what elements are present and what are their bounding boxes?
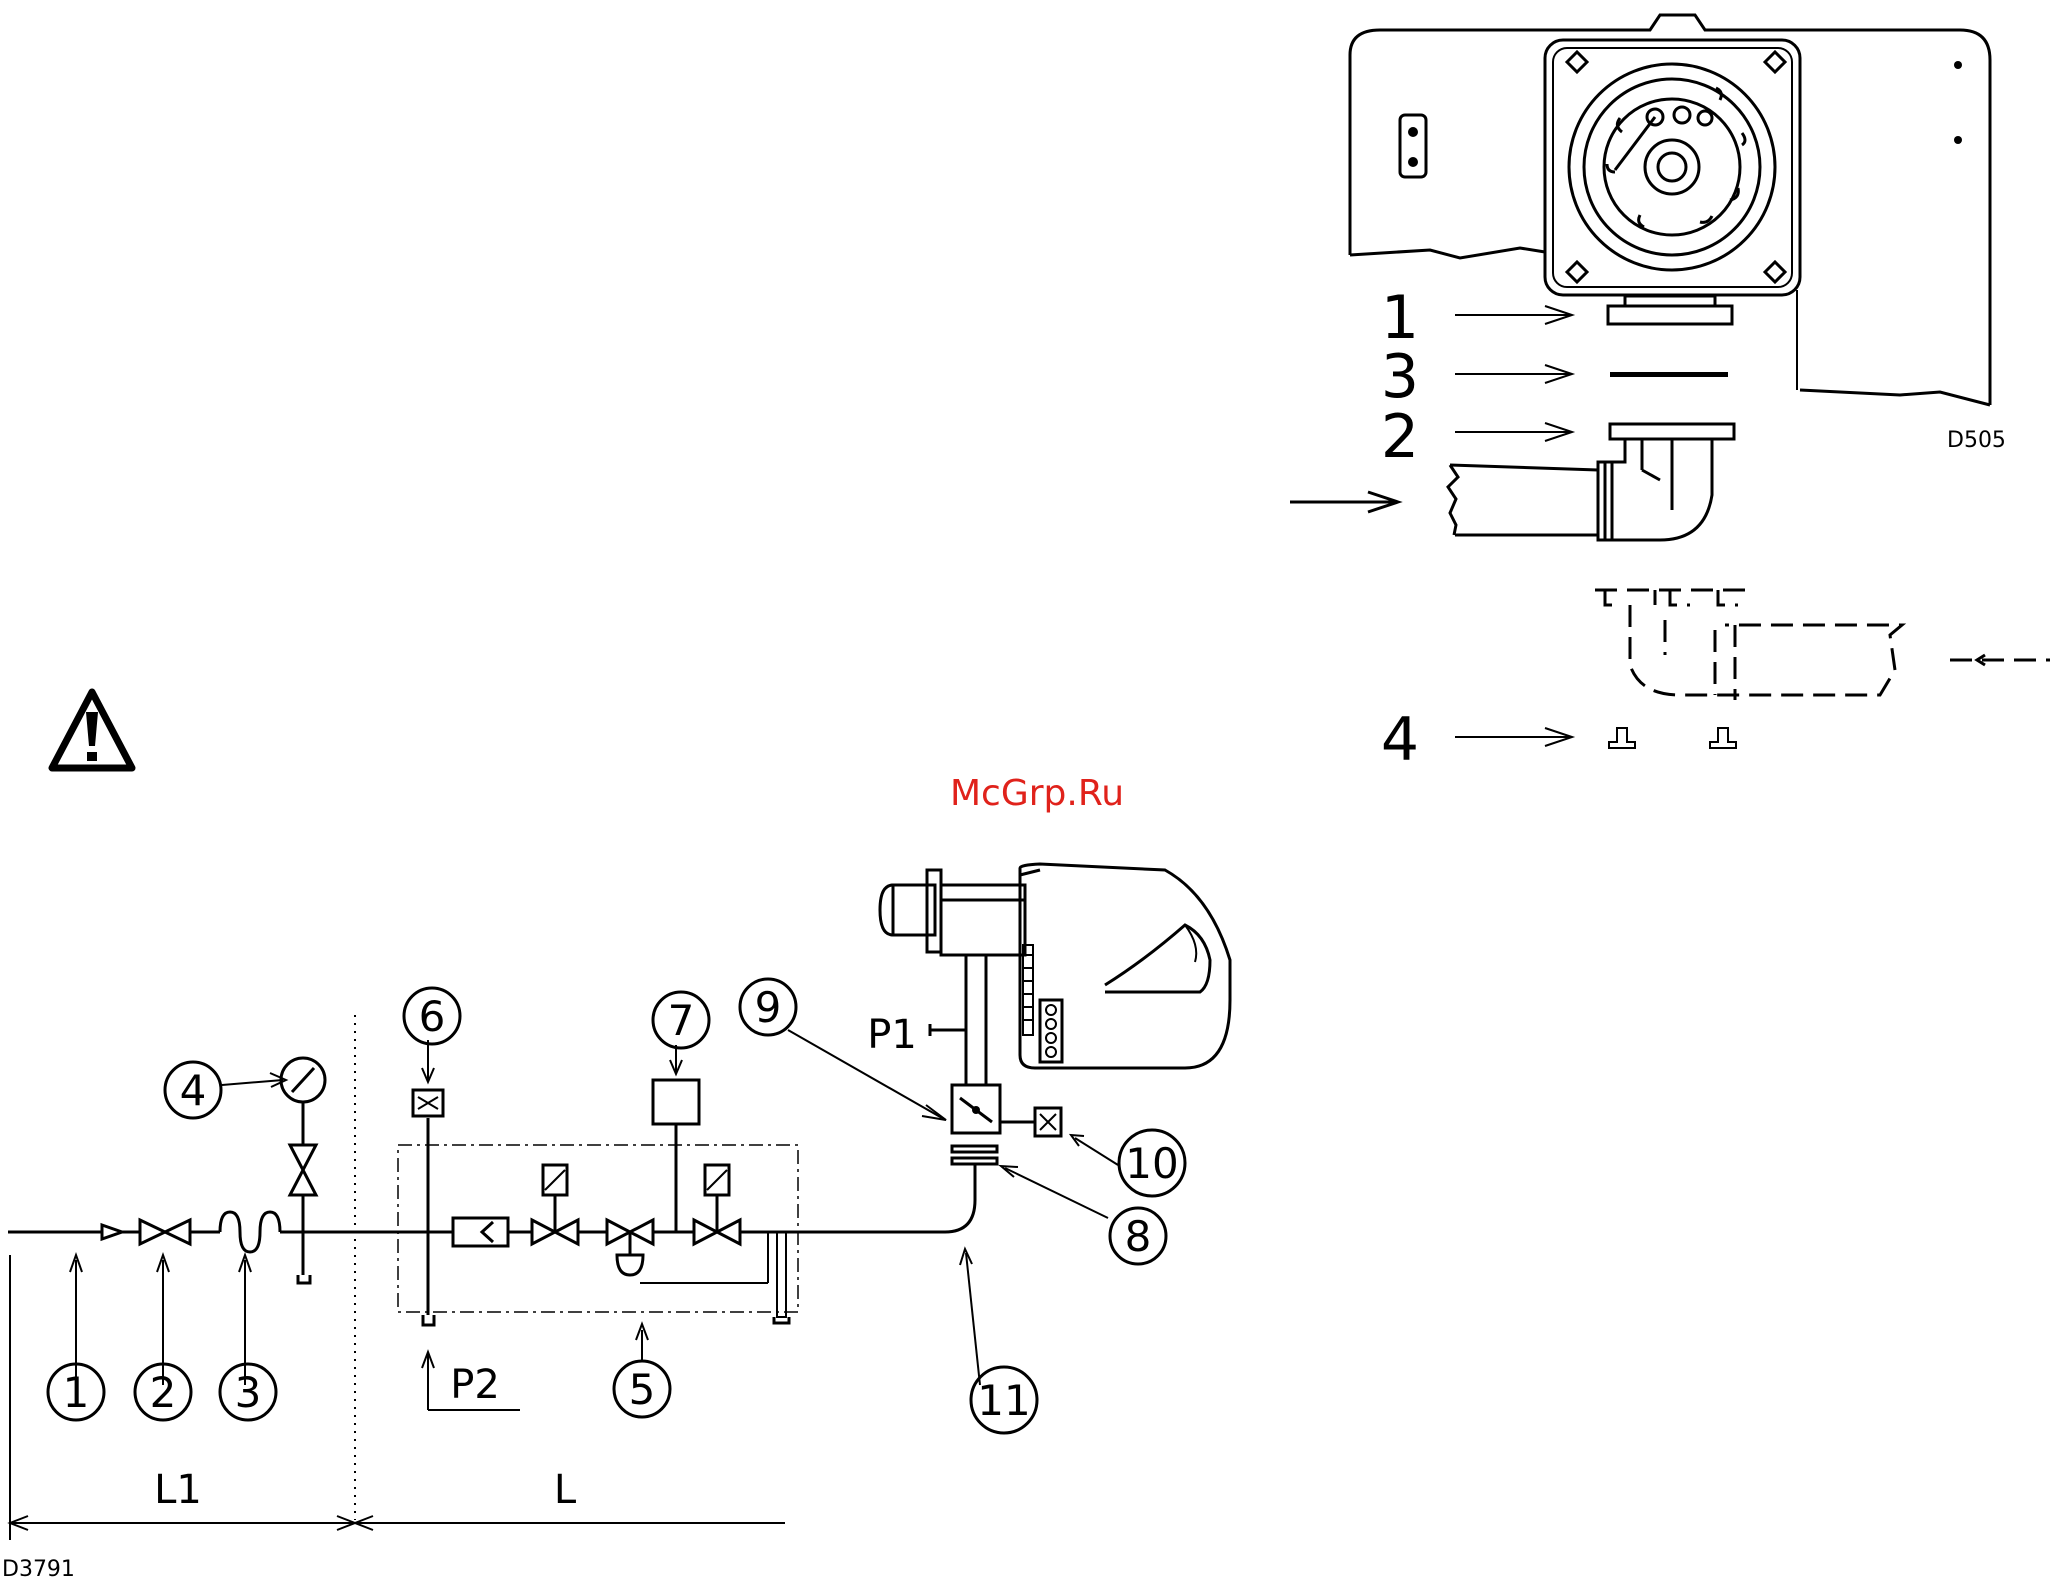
plate-hole bbox=[1954, 61, 1962, 69]
p1-tap bbox=[930, 1024, 966, 1036]
bubble-9-text: 9 bbox=[755, 983, 782, 1032]
flange-part-1 bbox=[1608, 306, 1732, 324]
leader-11 bbox=[966, 1253, 980, 1385]
anti-vibration-joint bbox=[220, 1212, 280, 1252]
plate-slot bbox=[1400, 115, 1426, 177]
pipe-break bbox=[1448, 465, 1458, 535]
bubble-7-text: 7 bbox=[668, 996, 695, 1045]
gas-supply-pipe bbox=[1450, 465, 1598, 535]
p2-tap bbox=[423, 1315, 434, 1325]
bubble-2-text: 2 bbox=[150, 1368, 177, 1417]
warning-triangle-icon bbox=[52, 692, 132, 768]
bottom-figure-code: D3791 bbox=[2, 1557, 75, 1580]
boiler-plate-break-right bbox=[1800, 390, 1990, 405]
label-p2: P2 bbox=[450, 1362, 500, 1408]
burner-body bbox=[880, 864, 1230, 1068]
boiler-plate-break-left bbox=[1350, 248, 1545, 258]
top-figure-code: D505 bbox=[1947, 428, 2006, 453]
slot-hole bbox=[1408, 127, 1418, 137]
burner-supply-pipe bbox=[760, 1165, 975, 1232]
plate-hole bbox=[1954, 136, 1962, 144]
label-p1: P1 bbox=[867, 1012, 917, 1058]
bubble-8-text: 8 bbox=[1125, 1212, 1152, 1261]
bubble-4-text: 4 bbox=[180, 1066, 207, 1115]
elbow-pipe bbox=[1605, 440, 1712, 540]
flange-part-2 bbox=[1610, 424, 1734, 439]
bubble-6-text: 6 bbox=[419, 992, 446, 1041]
leader-8-head bbox=[1001, 1166, 1018, 1177]
gas-train-schematic: 1 2 3 4 5 6 7 8 9 10 11 P1 P2 L1 L D3791 bbox=[2, 864, 1230, 1580]
bubble-1-text: 1 bbox=[63, 1368, 90, 1417]
bubble-10-text: 10 bbox=[1125, 1139, 1178, 1188]
gauge-valve bbox=[290, 1145, 316, 1195]
gasket-part-3 bbox=[1610, 372, 1728, 377]
watermark: McGrp.Ru bbox=[950, 773, 1124, 814]
screws-part-4 bbox=[1609, 728, 1736, 748]
leader-4 bbox=[222, 1080, 283, 1085]
dimension-l1: L1 bbox=[154, 1467, 202, 1513]
manual-valve bbox=[140, 1220, 190, 1244]
bubble-3-text: 3 bbox=[235, 1368, 262, 1417]
leader-9 bbox=[788, 1030, 942, 1118]
connection-flange bbox=[952, 1146, 997, 1152]
bubble-5-text: 5 bbox=[629, 1365, 656, 1414]
test-point-stem bbox=[777, 1232, 786, 1317]
alternative-elbow-dashed bbox=[1595, 590, 2050, 700]
leader-10 bbox=[1075, 1138, 1118, 1165]
butterfly-pivot bbox=[972, 1106, 980, 1114]
elbow-detail bbox=[1642, 470, 1660, 480]
dimension-l: L bbox=[554, 1467, 577, 1513]
bubble-11-text: 11 bbox=[977, 1376, 1030, 1425]
slot-hole bbox=[1408, 157, 1418, 167]
leader-8 bbox=[1005, 1168, 1108, 1218]
connection-flange bbox=[952, 1158, 997, 1164]
top-label-2: 2 bbox=[1381, 402, 1419, 472]
gauge-tap bbox=[298, 1275, 310, 1283]
flange-part-1-neck bbox=[1625, 296, 1715, 306]
flange-assembly-drawing: 1 3 2 4 D505 bbox=[1290, 15, 2050, 775]
pressure-switch bbox=[653, 1080, 699, 1124]
flow-arrow bbox=[102, 1225, 122, 1239]
regulator-diaphragm bbox=[617, 1255, 643, 1275]
top-label-4: 4 bbox=[1381, 705, 1419, 775]
